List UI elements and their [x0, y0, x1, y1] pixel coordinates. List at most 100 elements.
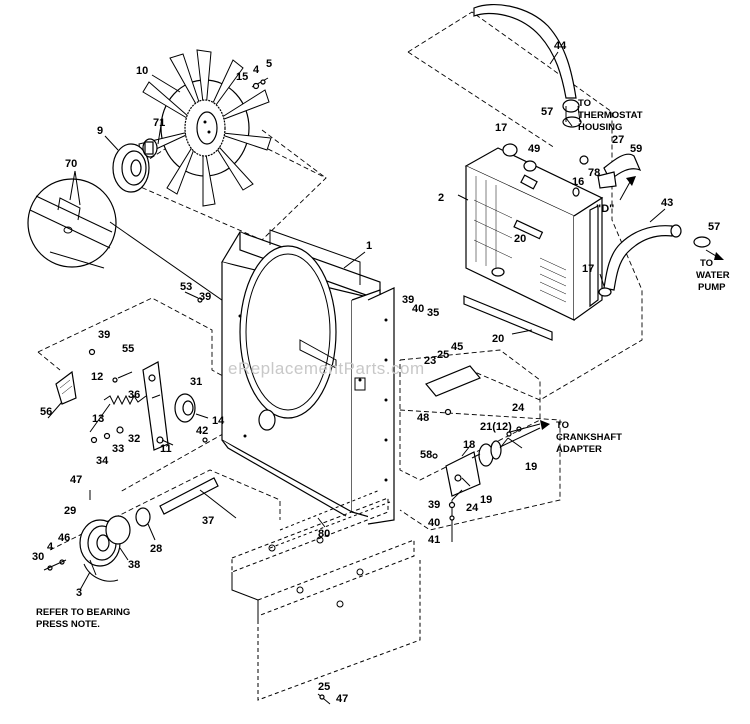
callout: 12: [91, 371, 103, 383]
callout: 18: [463, 439, 475, 451]
svg-text:CRANKSHAFT: CRANKSHAFT: [556, 432, 622, 443]
svg-text:PUMP: PUMP: [698, 282, 726, 293]
note-water-pump: TO WATER PUMP: [696, 258, 730, 293]
shroud-bolt-holes: [238, 314, 388, 482]
callout: 39: [98, 329, 110, 341]
radiator-core: [463, 147, 604, 341]
svg-text:TO: TO: [556, 420, 569, 431]
watermark: eReplacementParts.com: [228, 359, 425, 378]
callout: 56: [40, 406, 52, 418]
callout: 17: [495, 122, 507, 134]
callout: 40: [412, 303, 424, 315]
callout: 21(12): [480, 421, 512, 433]
radiator-fittings: [502, 143, 589, 197]
upper-radiator-hose: [473, 3, 582, 128]
callout: 5: [266, 58, 272, 70]
callout: 15: [236, 71, 248, 83]
svg-text:THERMOSTAT: THERMOSTAT: [578, 110, 643, 121]
callout: 43: [661, 197, 673, 209]
callout: 13: [92, 413, 104, 425]
flow-arrows: [509, 117, 724, 433]
callout: 2: [438, 192, 444, 204]
tensioner-spring: [103, 394, 147, 406]
tensioner-bracket: [142, 361, 169, 451]
callout-labels: 44 10 15 4 5 57 17 49 27 59 9 71 70 16 7…: [32, 40, 720, 705]
crankshaft-bracket: [432, 408, 541, 542]
svg-text:PRESS NOTE.: PRESS NOTE.: [36, 619, 100, 630]
detail-d-label: "D": [596, 203, 614, 215]
svg-text:ADAPTER: ADAPTER: [556, 444, 602, 455]
angle-bracket: [55, 370, 77, 405]
callout: 53: [180, 281, 192, 293]
callout: 71: [153, 117, 165, 129]
callout: 39: [428, 499, 440, 511]
svg-text:REFER TO BEARING: REFER TO BEARING: [36, 607, 130, 618]
lower-radiator-hose: [598, 224, 711, 297]
leader-lines: [47, 51, 666, 591]
callout: 44: [554, 40, 567, 52]
callout: 55: [122, 343, 134, 355]
callout: 4: [253, 64, 260, 76]
callout: 20: [492, 333, 504, 345]
idler-pulley: [174, 393, 196, 423]
crank-pulley: [79, 507, 151, 582]
callout: 4: [47, 541, 54, 553]
fan-spacer: [142, 138, 158, 158]
callout: 80: [318, 528, 330, 540]
callout: 19: [480, 494, 492, 506]
mount-bracket-outline: [399, 409, 561, 531]
callout: 29: [64, 505, 76, 517]
callout: 36: [128, 389, 140, 401]
callout: 41: [428, 534, 440, 546]
detail-view-circle: [27, 178, 263, 329]
callout: 30: [32, 551, 44, 563]
callout: 27: [612, 134, 624, 146]
pulley-hardware: [43, 490, 91, 571]
callout: 33: [112, 443, 124, 455]
drive-shaft: [159, 477, 219, 515]
callout: 24: [512, 402, 525, 414]
callout: 49: [528, 143, 540, 155]
callout: 48: [417, 412, 429, 424]
callout: 14: [212, 415, 225, 427]
callout: 16: [572, 176, 584, 188]
svg-text:HOUSING: HOUSING: [578, 122, 622, 133]
callout: 31: [190, 376, 202, 388]
callout: 57: [708, 221, 720, 233]
note-bearing-press: REFER TO BEARING PRESS NOTE.: [36, 607, 130, 630]
callout: 19: [525, 461, 537, 473]
note-crankshaft: TO CRANKSHAFT ADAPTER: [556, 420, 622, 455]
svg-text:TO: TO: [578, 98, 591, 109]
tensioner-hardware: [88, 297, 208, 444]
callout: 17: [582, 263, 594, 275]
callout: 32: [128, 433, 140, 445]
callout: 38: [128, 559, 140, 571]
callout: 3: [76, 587, 82, 599]
callout: 47: [70, 474, 82, 486]
callout: 10: [136, 65, 148, 77]
fan-blade-assembly: [138, 49, 272, 207]
callout: 47: [336, 693, 348, 705]
pulley-assembly-outline: [49, 349, 541, 551]
svg-text:WATER: WATER: [696, 270, 730, 281]
callout: 58: [420, 449, 432, 461]
callout: 46: [58, 532, 70, 544]
mount-plate: [425, 365, 481, 397]
callout: 39: [199, 291, 211, 303]
callout: 42: [196, 425, 208, 437]
callout: 35: [427, 307, 439, 319]
engine-frame-rail: [231, 489, 421, 705]
callout: 39: [402, 294, 414, 306]
fan-pulley: [112, 143, 150, 193]
callout: 37: [202, 515, 214, 527]
callout: 34: [96, 455, 109, 467]
callout: 23: [424, 355, 436, 367]
bypass-hose: [597, 153, 642, 189]
callout: 57: [541, 106, 553, 118]
fan-bolts: [251, 77, 269, 90]
callout: 1: [366, 240, 372, 252]
callout: 45: [451, 341, 463, 353]
callout: 78: [588, 167, 600, 179]
svg-text:TO: TO: [700, 258, 713, 269]
